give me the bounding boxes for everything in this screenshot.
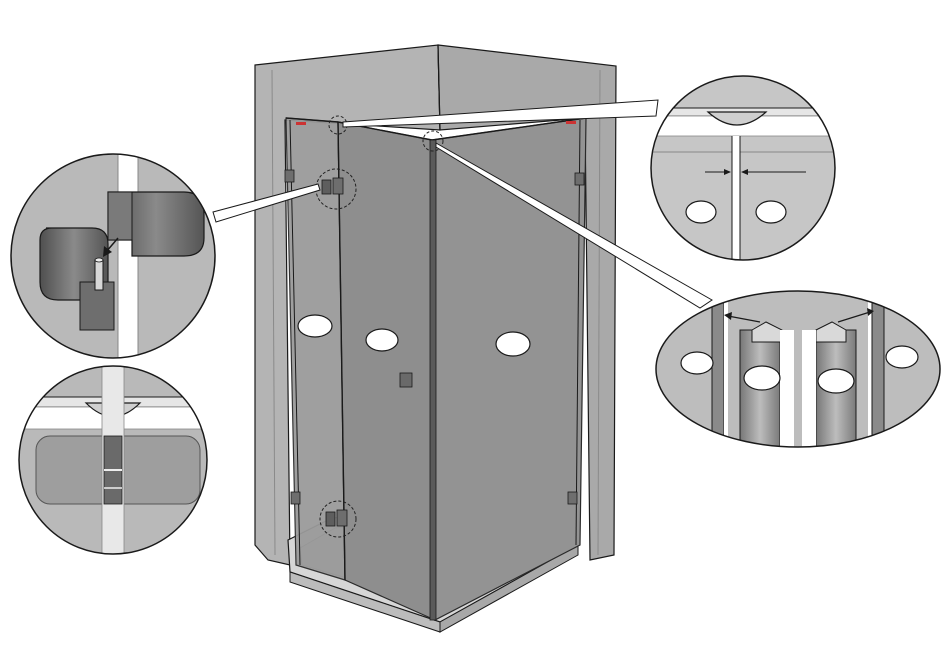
left-door-marker [298,315,332,337]
corner-profile [430,140,436,620]
callout-panel-gap [640,70,850,276]
wall-bracket-left-top [285,170,294,182]
profile-marker-3 [818,369,854,393]
right-panel-glass [432,118,586,620]
callout-hinge-pin [0,150,230,370]
door-handle-icon [400,373,412,387]
glass-enclosure [285,116,586,620]
front-fixed-marker [366,329,398,351]
profile-marker-2 [744,366,780,390]
callout-corner-profile [650,288,950,460]
profile-marker-1 [681,352,713,374]
front-fixed-glass [338,122,435,620]
gap-marker-right [756,201,786,223]
callout-hinge-top [0,366,230,556]
right-panel-marker [496,332,530,356]
wall-bracket-left-bottom [291,492,300,504]
profile-marker-4 [886,346,918,368]
wall-bracket-right-bottom [568,492,577,504]
gap-marker-left [686,201,716,223]
wall-bracket-right-top [575,173,584,185]
